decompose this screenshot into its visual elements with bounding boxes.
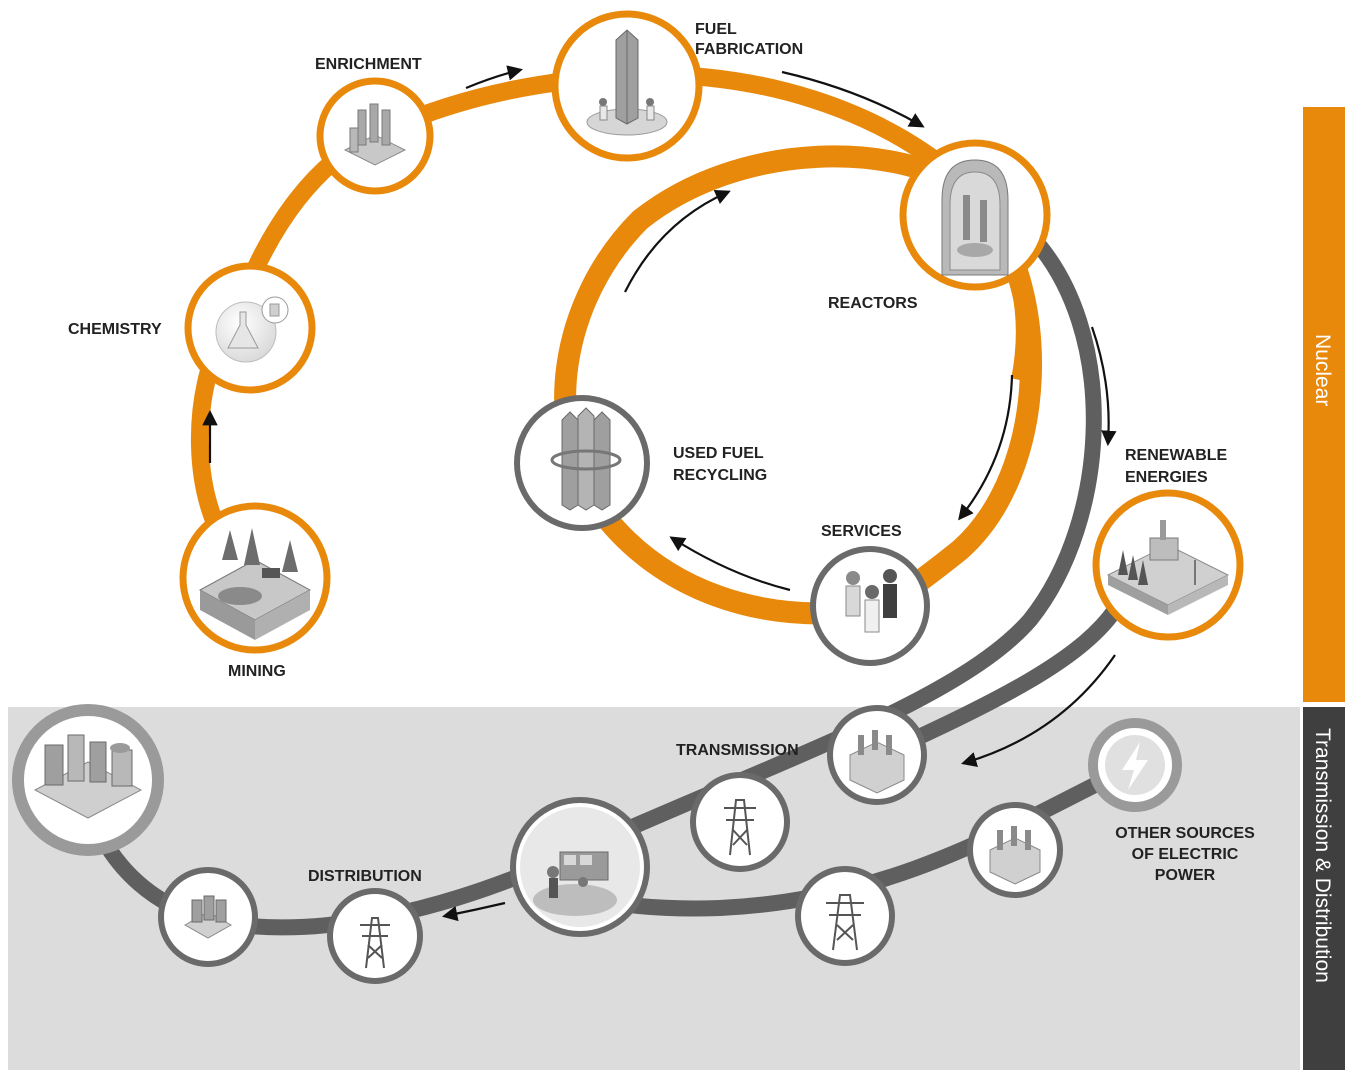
transmission-label: TRANSMISSION — [676, 742, 799, 759]
distribution-label: DISTRIBUTION — [308, 868, 422, 885]
node-homes[interactable] — [158, 867, 258, 967]
reactors-label: REACTORS — [828, 295, 918, 312]
city-icon — [33, 734, 143, 819]
node-control-center[interactable] — [510, 797, 650, 937]
control-room-icon — [520, 807, 640, 927]
nuclear-sidebar: Nuclear — [1303, 107, 1345, 702]
substation-icon — [989, 826, 1041, 885]
node-chemistry[interactable]: CHEMISTRY — [68, 262, 316, 394]
recycling-icon — [550, 407, 622, 511]
node-city[interactable] — [12, 704, 164, 856]
fuel-fabrication-label-line2: FABRICATION — [695, 41, 803, 58]
used-fuel-recycling-label-line1: USED FUEL — [673, 445, 764, 462]
arrow-renewable-to-grid — [961, 654, 1116, 767]
node-transmission[interactable]: TRANSMISSION — [676, 705, 927, 805]
arrow-enrichment-to-fabrication — [465, 65, 523, 90]
node-other-substation[interactable] — [967, 802, 1063, 898]
pylon-icon — [724, 799, 756, 856]
flow-arrows — [202, 65, 1117, 922]
pylon-icon — [360, 917, 390, 969]
arrow-services-to-recycling — [669, 536, 791, 592]
transmission-distribution-sidebar-label: Transmission & Distribution — [1311, 728, 1334, 983]
arrow-fabrication-to-reactors — [781, 70, 925, 128]
flask-icon — [215, 296, 289, 363]
reactor-vessel-icon — [941, 159, 1009, 276]
node-other-sources[interactable]: OTHER SOURCES OF ELECTRIC POWER — [1088, 718, 1255, 884]
other-sources-label-line3: POWER — [1155, 867, 1216, 884]
node-reactors[interactable]: REACTORS — [828, 139, 1051, 312]
lightning-icon — [1105, 735, 1165, 795]
grid-line-renewable — [876, 605, 1122, 763]
mine-icon — [198, 528, 312, 640]
workers-icon — [845, 569, 897, 633]
renewable-plant-icon — [1106, 520, 1230, 615]
pylon-icon — [826, 894, 864, 951]
fuel-fabrication-label-line1: FUEL — [695, 21, 737, 38]
node-mining[interactable]: MINING — [179, 502, 331, 680]
centrifuge-icon — [343, 103, 407, 166]
node-transmission-pylon[interactable] — [690, 772, 790, 872]
substation-icon — [849, 730, 905, 794]
nuclear-sidebar-label: Nuclear — [1311, 334, 1334, 406]
transmission-distribution-sidebar: Transmission & Distribution — [1303, 707, 1345, 1070]
node-distribution[interactable]: DISTRIBUTION — [308, 868, 423, 984]
fuel-assembly-icon — [586, 29, 668, 136]
arrow-to-distribution — [441, 901, 506, 922]
node-used-fuel-recycling[interactable]: USED FUEL RECYCLING — [514, 395, 767, 531]
other-sources-label-line2: OF ELECTRIC — [1132, 846, 1239, 863]
chemistry-label: CHEMISTRY — [68, 321, 162, 338]
other-sources-label-line1: OTHER SOURCES — [1115, 825, 1255, 842]
nuclear-inner-loop — [554, 145, 1042, 625]
homes-icon — [183, 895, 233, 939]
used-fuel-recycling-label-line2: RECYCLING — [673, 467, 767, 484]
services-label: SERVICES — [821, 523, 902, 540]
node-renewable-energies[interactable]: RENEWABLE ENERGIES — [1092, 447, 1244, 641]
arrow-reactors-to-services — [958, 374, 1014, 521]
node-enrichment[interactable]: ENRICHMENT — [315, 56, 434, 195]
renewable-energies-label-line1: RENEWABLE — [1125, 447, 1228, 464]
node-fuel-fabrication[interactable]: FUEL FABRICATION — [551, 10, 803, 162]
mining-label: MINING — [228, 663, 286, 680]
node-services[interactable]: SERVICES — [810, 523, 930, 666]
arrow-recycling-to-reactors — [624, 189, 731, 293]
renewable-energies-label-line2: ENERGIES — [1125, 469, 1208, 486]
enrichment-label: ENRICHMENT — [315, 56, 422, 73]
arrow-reactors-to-grid — [1090, 326, 1117, 447]
node-other-pylon[interactable] — [795, 866, 895, 966]
